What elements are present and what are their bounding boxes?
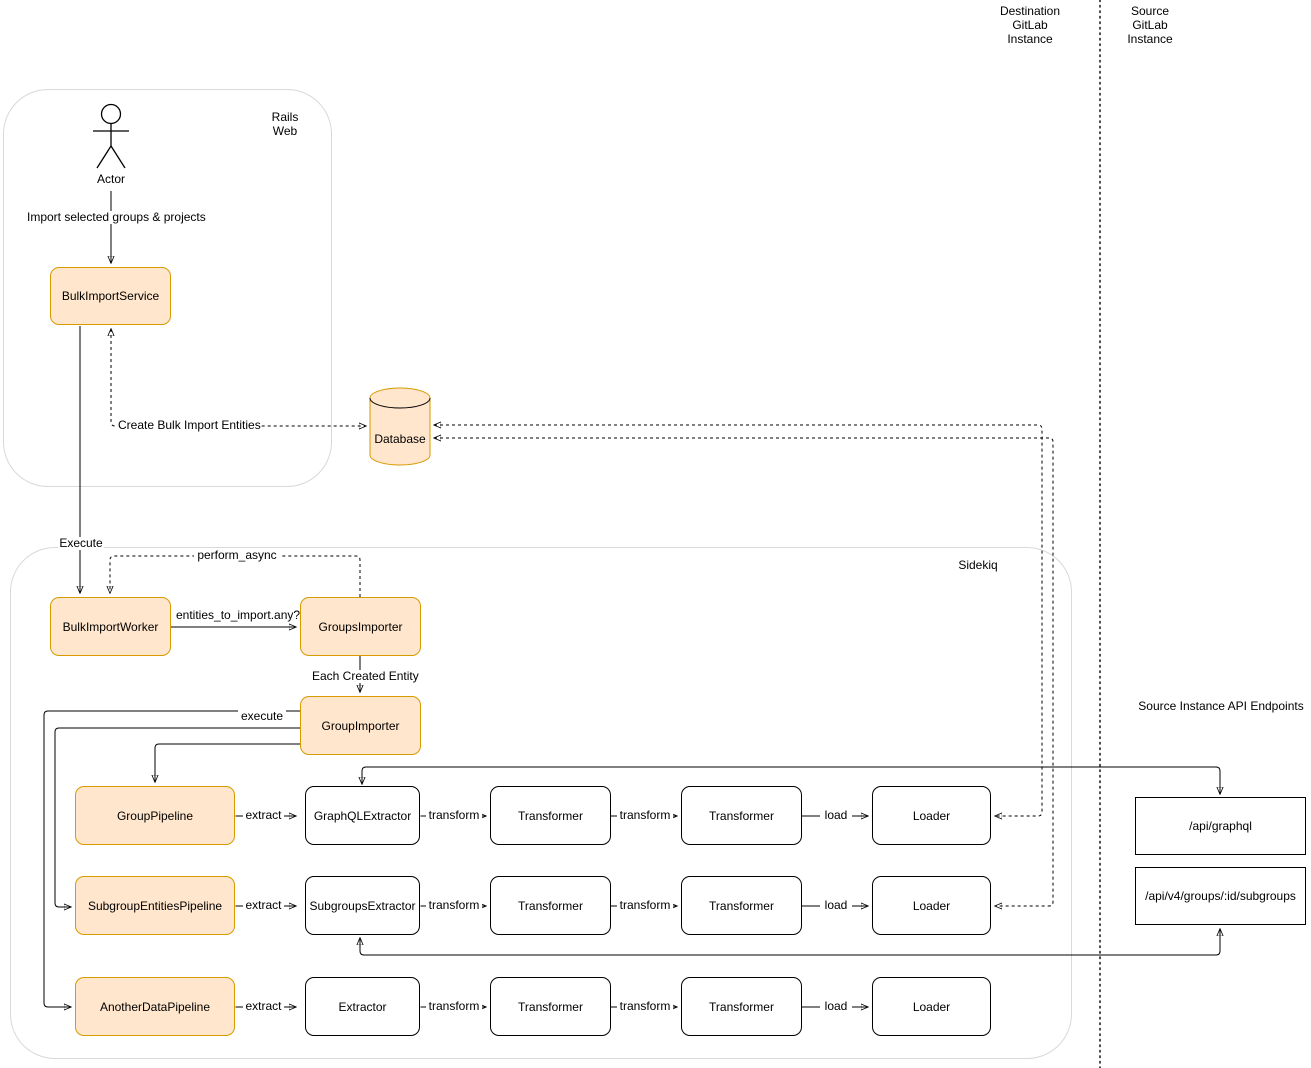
node-group-pipeline: GroupPipeline — [75, 786, 235, 845]
node-api-graphql-endpoint: /api/graphql — [1135, 797, 1306, 855]
edge-label-extract-row1: extract — [243, 809, 284, 822]
edge-label-transform2-row3: transform — [617, 1000, 673, 1013]
node-loader-row3: Loader — [872, 977, 991, 1036]
node-subgroup-entities-pipeline: SubgroupEntitiesPipeline — [75, 876, 235, 935]
edge-perform-async — [110, 555, 361, 597]
node-graphql-extractor: GraphQLExtractor — [305, 786, 420, 845]
edge-label-load-row3: load — [820, 1000, 852, 1013]
node-loader-row1: Loader — [872, 786, 991, 845]
edge-label-execute-inner: execute — [238, 710, 286, 723]
edge-label-transform2-row1: transform — [617, 809, 673, 822]
edge-groupimporter-to-grouppipeline — [155, 743, 300, 782]
database-cylinder — [369, 387, 431, 466]
edge-label-transform1-row2: transform — [426, 899, 482, 912]
edge-groupimporter-to-anotherdatapipeline — [43, 710, 300, 1007]
edge-label-execute: Execute — [58, 536, 104, 550]
source-instance-api-endpoints-title: Source Instance API Endpoints — [1138, 699, 1304, 713]
destination-gitlab-instance-label: Destination GitLab Instance — [999, 4, 1061, 46]
node-transformer-row3-1: Transformer — [490, 977, 611, 1036]
database-label: Database — [374, 432, 426, 446]
source-gitlab-instance-label: Source GitLab Instance — [1127, 4, 1173, 46]
node-transformer-row1-1: Transformer — [490, 786, 611, 845]
edge-label-each-created-entity: Each Created Entity — [311, 669, 419, 683]
node-another-data-pipeline: AnotherDataPipeline — [75, 977, 235, 1036]
edge-label-entities-to-import: entities_to_import.any? — [175, 608, 301, 622]
node-subgroups-extractor: SubgroupsExtractor — [305, 876, 420, 935]
edge-label-transform1-row1: transform — [426, 809, 482, 822]
actor-label: Actor — [96, 172, 125, 186]
node-transformer-row1-2: Transformer — [681, 786, 802, 845]
edge-label-create-bulk-import-entities: Create Bulk Import Entities — [117, 418, 261, 432]
edge-label-transform1-row3: transform — [426, 1000, 482, 1013]
actor-figure — [93, 103, 129, 169]
rails-web-label: Rails Web — [271, 110, 299, 138]
node-extractor: Extractor — [305, 977, 420, 1036]
edge-groupimporter-to-subgroupentitiespipeline — [54, 727, 300, 907]
node-group-importer: GroupImporter — [300, 696, 421, 755]
node-api-subgroups-endpoint: /api/v4/groups/:id/subgroups — [1135, 867, 1306, 925]
node-transformer-row2-2: Transformer — [681, 876, 802, 935]
rails-web-container — [3, 89, 332, 487]
edge-label-load-row2: load — [820, 899, 852, 912]
node-transformer-row3-2: Transformer — [681, 977, 802, 1036]
node-bulk-import-service: BulkImportService — [50, 267, 171, 325]
edge-database-loader-row2 — [434, 438, 1054, 906]
node-loader-row2: Loader — [872, 876, 991, 935]
node-groups-importer: GroupsImporter — [300, 597, 421, 656]
edge-label-perform-async: perform_async — [194, 549, 280, 562]
node-bulk-import-worker: BulkImportWorker — [50, 597, 171, 656]
node-transformer-row2-1: Transformer — [490, 876, 611, 935]
edge-label-extract-row3: extract — [243, 1000, 284, 1013]
edge-subgroupsextractor-to-subgroups-endpoint — [360, 929, 1220, 956]
sidekiq-label: Sidekiq — [958, 558, 998, 572]
edge-label-transform2-row2: transform — [617, 899, 673, 912]
edge-label-import-selected: Import selected groups & projects — [26, 210, 206, 224]
edge-label-extract-row2: extract — [243, 899, 284, 912]
edge-create-bulk-import-entities — [111, 329, 366, 426]
edge-label-load-row1: load — [820, 809, 852, 822]
edge-database-loader-row1 — [434, 425, 1043, 816]
